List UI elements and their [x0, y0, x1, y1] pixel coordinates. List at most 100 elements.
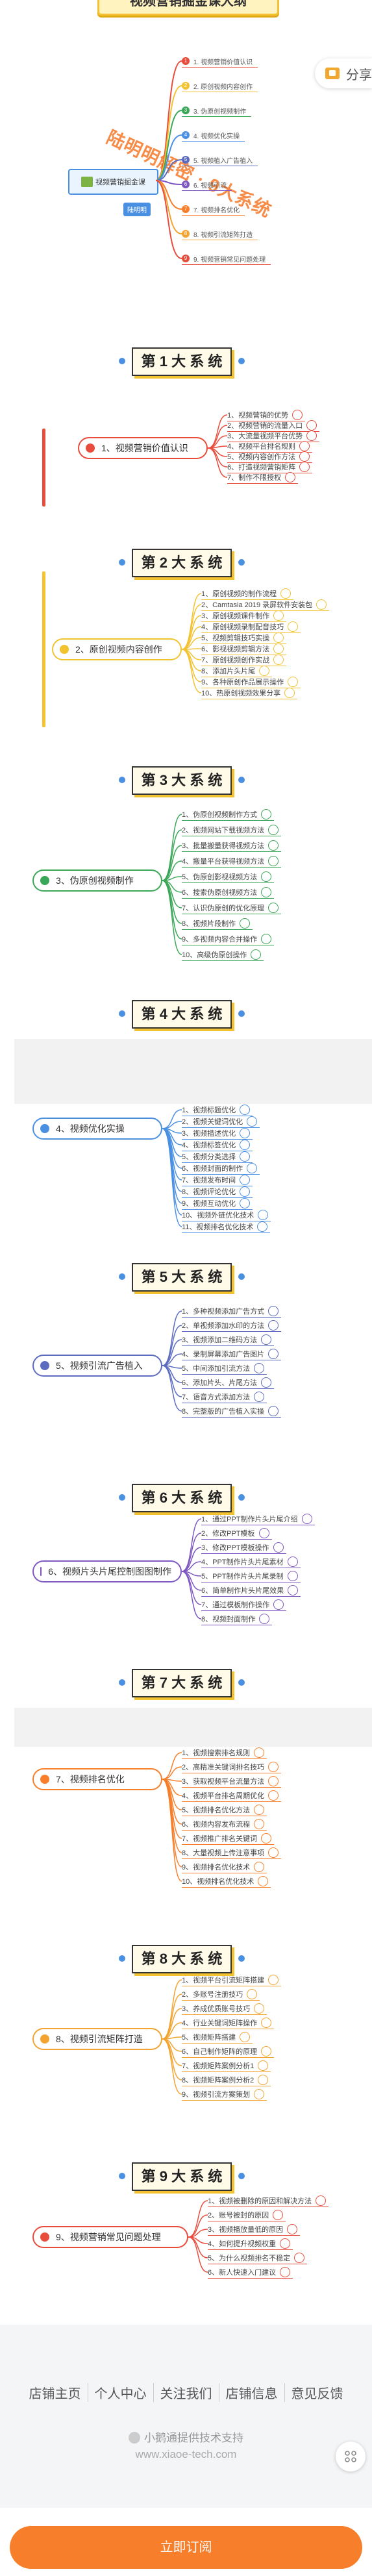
leaf-end-icon [258, 2075, 269, 2085]
leaf-end-icon [261, 887, 272, 897]
section-root-node: 4、视频优化实操 [32, 1118, 162, 1140]
section-leaf: 7、通过模板制作操作 [201, 1599, 287, 1611]
leaf-end-icon [268, 1975, 279, 1985]
leaf-label: 8、视频矩阵案例分析2 [182, 2077, 254, 2084]
leaf-label: 1、多种视频添加广告方式 [182, 1308, 265, 1316]
leaf-label: 5、视频矩阵搭建 [182, 2034, 236, 2042]
leaf-end-icon [259, 1614, 270, 1624]
section-leaf: 1、通过PPT制作片头片尾介绍 [201, 1513, 315, 1525]
subscribe-button[interactable]: 立即订阅 [10, 2526, 362, 2569]
leaf-end-icon [240, 1175, 251, 1185]
overview-item-number: 9 [182, 255, 190, 262]
leaf-end-icon [287, 1571, 298, 1581]
leaf-end-icon [306, 420, 317, 431]
section-leaf: 8、完整版的广告植入实操 [182, 1405, 282, 1418]
section-root-node: 5、视频引流广告植入 [32, 1355, 162, 1377]
overview-root: 视频营销掘金课 [68, 169, 158, 195]
overview-item-number: 5 [182, 156, 190, 164]
leaf-end-icon [254, 1392, 265, 1402]
leaf-label: 2、单视频添加水印的方法 [182, 1322, 265, 1330]
leaf-end-icon [316, 599, 327, 610]
section-leaf: 2、修改PPT模板 [201, 1527, 272, 1540]
section-leaf: 2、高精准关键词排名技巧 [182, 1761, 282, 1773]
more-menu-button[interactable] [336, 2442, 366, 2471]
leaf-end-icon [268, 1306, 279, 1316]
leaf-label: 7、通过模板制作操作 [201, 1601, 270, 1609]
section-leaf: 11、视频排名优化技术 [182, 1221, 271, 1233]
leaf-end-icon [254, 2089, 265, 2099]
grid-icon [345, 2451, 356, 2462]
leaf-label: 1、通过PPT制作片头片尾介绍 [201, 1516, 298, 1523]
section-leaf: 10、热原创视频效果分享 [201, 687, 298, 699]
section-leaf: 6、视频内容发布流程 [182, 1818, 267, 1831]
leaf-label: 1、视频被删除的原因和解决方法 [208, 2197, 312, 2205]
tech-domain: www.xiaoe-tech.com [135, 2448, 237, 2460]
section-leaf: 7、认识伪原创的优化原理 [182, 902, 282, 914]
share-button[interactable]: 分享 [315, 58, 372, 88]
leaf-end-icon [301, 1514, 312, 1524]
footer-link[interactable]: 意见反馈 [291, 2387, 343, 2401]
leaf-label: 2、视频关键词优化 [182, 1118, 243, 1126]
section-connectors [181, 1518, 202, 1619]
leaf-label: 4、搬量平台获得视频方法 [182, 858, 265, 866]
leaf-connector [188, 2200, 208, 2238]
leaf-connector [162, 1365, 182, 1412]
section-leaf: 6、简单制作片头片尾效果 [201, 1584, 301, 1597]
root-dot-icon [40, 2232, 49, 2242]
root-dot-icon [40, 1567, 42, 1576]
section-leaf: 8、视频封面制作 [201, 1613, 273, 1625]
footer-link[interactable]: 店铺主页 [23, 2383, 88, 2402]
section-leaf: 8、添加片头片尾 [201, 665, 273, 677]
leaf-end-icon [288, 621, 299, 632]
section-leaf: 1、视频被删除的原因和解决方法 [208, 2195, 329, 2207]
leaf-end-icon [240, 1140, 251, 1150]
leaf-end-icon [258, 1876, 269, 1886]
leaf-end-icon [259, 666, 270, 676]
overview-connector [155, 159, 182, 181]
section-leaf: 4、PPT制作片头片尾素材 [201, 1556, 301, 1568]
leaf-label: 6、打造视频营销矩阵 [227, 464, 296, 471]
leaf-label: 6、视频封面的制作 [182, 1165, 243, 1173]
section-leaf: 7、视频矩阵案例分析1 [182, 2060, 271, 2072]
leaf-label: 3、大流量视频平台优势 [227, 432, 303, 440]
leaf-end-icon [287, 1557, 298, 1567]
leaf-end-icon [294, 2253, 305, 2263]
leaf-label: 6、简单制作片头片尾效果 [201, 1587, 284, 1595]
footer-link[interactable]: 个人中心 [88, 2383, 154, 2402]
section-band [14, 1708, 372, 1747]
overview-item-label: 1. 视频营销价值认识 [193, 58, 253, 66]
leaf-label: 1、视频标题优化 [182, 1107, 236, 1114]
footer-link[interactable]: 店铺信息 [219, 2383, 285, 2402]
leaf-end-icon [261, 809, 272, 819]
footer-link[interactable]: 关注我们 [154, 2383, 219, 2402]
overview-item-label: 9. 视频营销常见问题处理 [193, 256, 266, 264]
leaf-end-icon [268, 1847, 279, 1858]
leaf-label: 4、原创视频录制配音技巧 [201, 623, 284, 631]
section-connectors [162, 1310, 182, 1412]
leaf-end-icon [268, 1320, 279, 1331]
section-leaf: 4、行业关键词矩阵操作 [182, 2017, 275, 2029]
section-connectors [162, 814, 182, 955]
leaf-end-icon [287, 2224, 298, 2234]
section-title: 第 3 大 系 统 [119, 766, 245, 795]
section-title: 第 9 大 系 统 [119, 2162, 245, 2191]
leaf-label: 7、认识伪原创的优化原理 [182, 905, 265, 912]
page-title: 视频营销掘金课大纲 [97, 0, 279, 16]
leaf-label: 5、中间添加引流方法 [182, 1365, 251, 1373]
leaf-label: 4、视频标签优化 [182, 1142, 236, 1149]
leaf-label: 3、批量搬量获得视频方法 [182, 842, 265, 850]
leaf-label: 4、PPT制作片头片尾素材 [201, 1558, 284, 1566]
overview-item-number: 6 [182, 181, 190, 188]
leaf-label: 2、修改PPT模板 [201, 1530, 255, 1538]
leaf-label: 10、高级伪原创操作 [182, 951, 247, 959]
leaf-label: 4、视频平台排名规则 [227, 443, 296, 451]
section-root-node: 1、视频营销价值认识 [78, 437, 208, 459]
section-leaf: 2、账号被封的原因 [208, 2209, 286, 2221]
section-leaf: 7、视频发布时间 [182, 1174, 253, 1186]
leaf-label: 5、视频分类选择 [182, 1153, 236, 1161]
root-dot-icon [40, 876, 49, 885]
section-leaf: 2、多账号注册技巧 [182, 1988, 260, 2001]
tech-support-text: 小鹅通提供技术支持 [0, 2429, 372, 2445]
